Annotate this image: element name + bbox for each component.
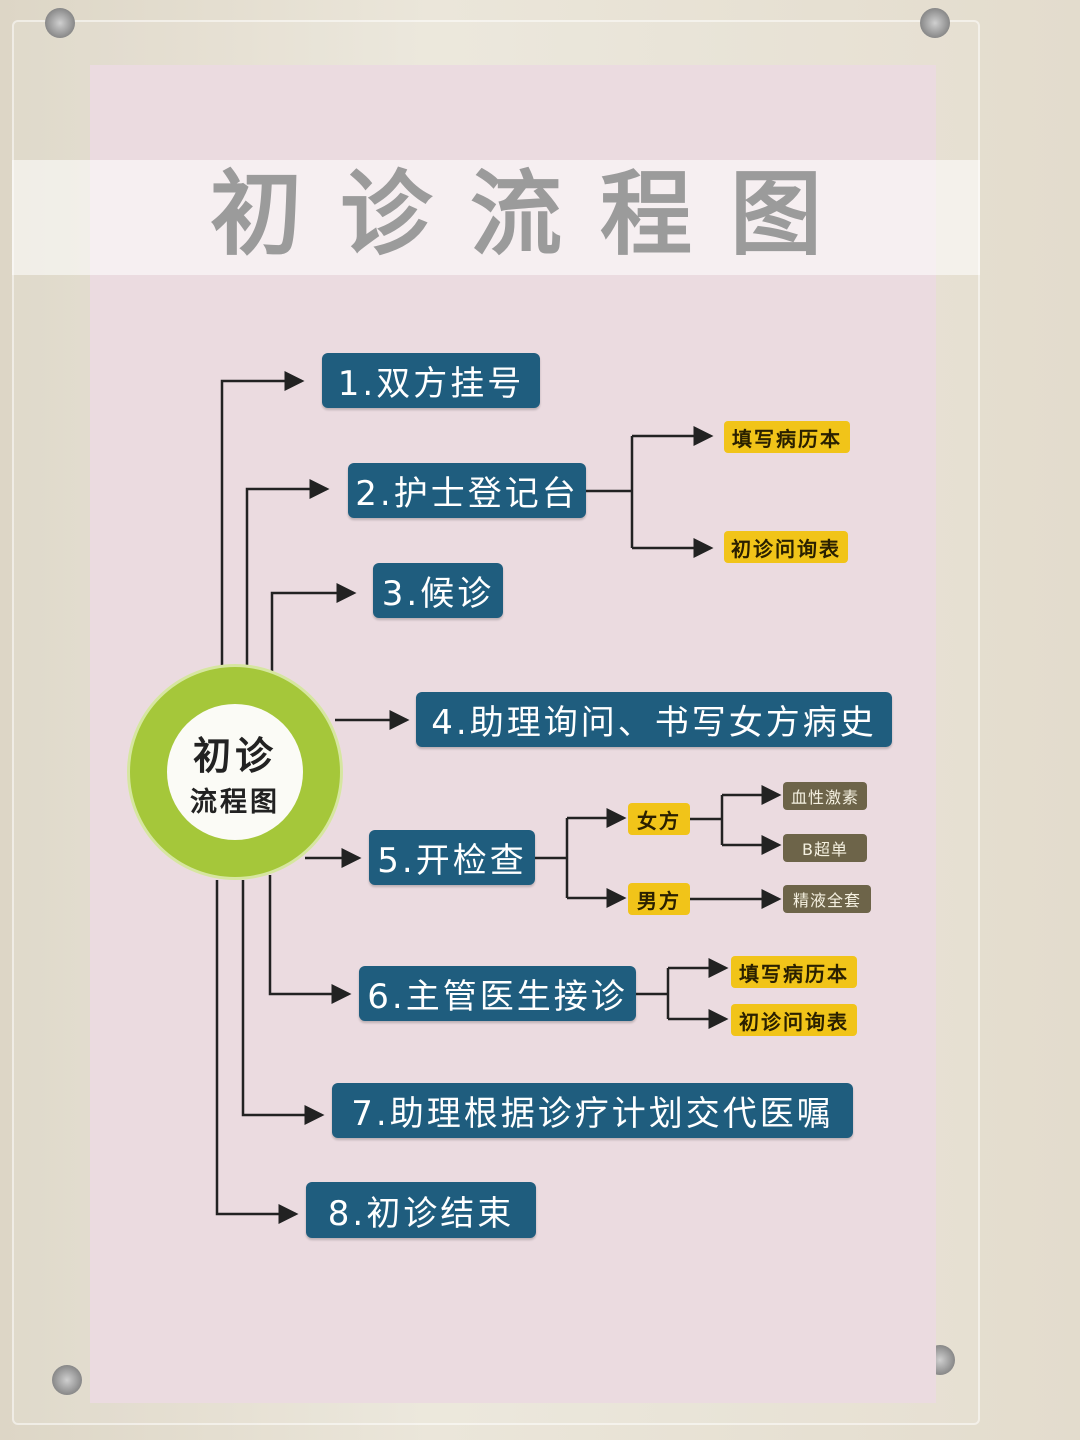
poster-title: 初诊流程图	[210, 161, 861, 268]
step-8: 8.初诊结束	[306, 1182, 536, 1238]
center-title: 初诊	[192, 734, 277, 778]
title-band	[12, 160, 980, 275]
step-2: 2.护士登记台	[348, 463, 586, 518]
step-6-sub-questionnaire: 初诊问询表	[731, 1004, 857, 1036]
mount-screw	[920, 8, 950, 38]
step-2-sub-medical-record: 填写病历本	[724, 421, 850, 453]
step-6: 6.主管医生接诊	[359, 966, 636, 1021]
step-4: 4.助理询问、书写女方病史	[416, 692, 892, 747]
center-subtitle: 流程图	[190, 787, 280, 818]
step-2-sub-questionnaire: 初诊问询表	[724, 531, 848, 563]
center-badge: 初诊 流程图	[127, 664, 343, 880]
step-6-sub-medical-record: 填写病历本	[731, 956, 857, 988]
mount-screw	[52, 1365, 82, 1395]
step-3: 3.候诊	[373, 563, 503, 618]
test-hormones: 血性激素	[783, 782, 867, 810]
step-5: 5.开检查	[369, 830, 535, 885]
step-5-male: 男方	[628, 883, 690, 915]
step-1: 1.双方挂号	[322, 353, 540, 408]
step-5-female: 女方	[628, 803, 690, 835]
mount-screw	[45, 8, 75, 38]
test-semen: 精液全套	[783, 885, 871, 913]
step-7: 7.助理根据诊疗计划交代医嘱	[332, 1083, 853, 1138]
test-ultrasound: B超单	[783, 834, 867, 862]
